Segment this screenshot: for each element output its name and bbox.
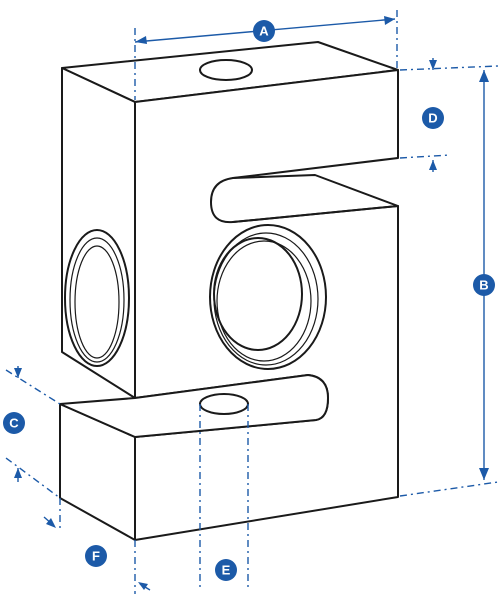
side-thread-hole bbox=[64, 229, 130, 367]
left-side-face bbox=[61, 67, 136, 399]
lower-top-face bbox=[59, 374, 329, 438]
badge-c: C bbox=[3, 412, 25, 434]
badge-b: B bbox=[473, 274, 495, 296]
load-cell-body bbox=[59, 41, 399, 541]
badge-e: E bbox=[215, 559, 237, 581]
label-c: C bbox=[9, 416, 19, 431]
label-b: B bbox=[479, 278, 488, 293]
label-d: D bbox=[428, 111, 437, 126]
badge-a: A bbox=[253, 20, 275, 42]
upper-slot-inner bbox=[232, 174, 399, 223]
badge-d: D bbox=[422, 107, 444, 129]
label-e: E bbox=[222, 563, 231, 578]
label-f: F bbox=[92, 549, 100, 564]
front-face bbox=[134, 69, 399, 541]
upper-block-edge bbox=[61, 351, 136, 399]
top-mounting-hole bbox=[199, 59, 253, 81]
front-thread-hole bbox=[209, 224, 327, 370]
badge-f: F bbox=[85, 545, 107, 567]
label-a: A bbox=[259, 24, 269, 39]
